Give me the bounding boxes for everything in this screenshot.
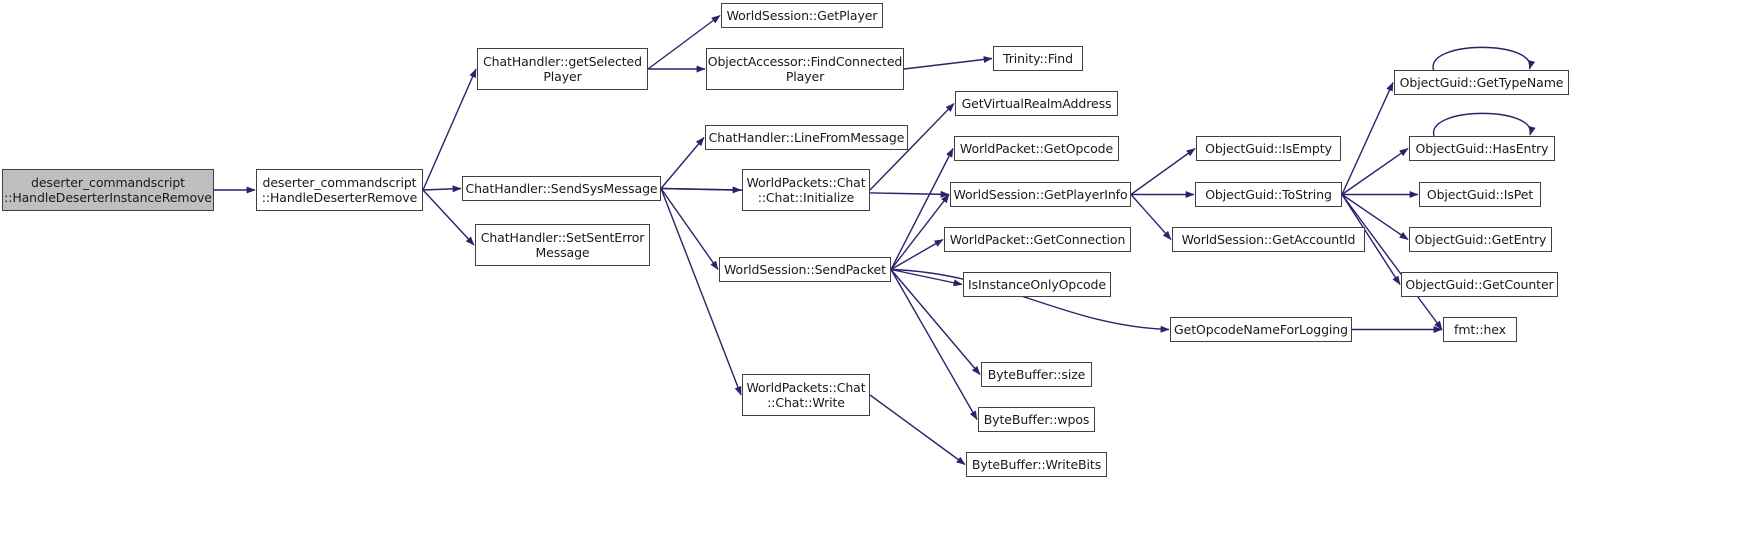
graph-node[interactable]: Trinity::Find — [993, 46, 1083, 71]
graph-node[interactable]: ChatHandler::SendSysMessage — [462, 176, 661, 201]
graph-node[interactable]: ByteBuffer::size — [981, 362, 1092, 387]
graph-edge — [1341, 81, 1394, 195]
graph-node[interactable]: WorldPacket::GetOpcode — [954, 136, 1119, 161]
graph-node[interactable]: WorldPackets::Chat ::Chat::Initialize — [742, 169, 870, 211]
graph-edge — [1130, 194, 1172, 240]
graph-edge — [1341, 194, 1443, 330]
graph-node[interactable]: ObjectGuid::GetTypeName — [1394, 70, 1569, 95]
graph-node[interactable]: WorldPacket::GetConnection — [944, 227, 1131, 252]
graph-node[interactable]: ObjectGuid::IsEmpty — [1196, 136, 1341, 161]
graph-node[interactable]: ObjectAccessor::FindConnected Player — [706, 48, 904, 90]
graph-edge — [890, 268, 963, 287]
graph-node[interactable]: ByteBuffer::wpos — [978, 407, 1095, 432]
graph-node[interactable]: ObjectGuid::GetCounter — [1401, 272, 1558, 297]
graph-node[interactable]: ObjectGuid::ToString — [1195, 182, 1342, 207]
graph-edge — [890, 238, 944, 271]
graph-edge — [1433, 112, 1536, 137]
graph-node[interactable]: GetVirtualRealmAddress — [955, 91, 1118, 116]
graph-node[interactable]: ObjectGuid::IsPet — [1419, 182, 1541, 207]
graph-edge — [422, 68, 477, 191]
graph-node[interactable]: deserter_commandscript ::HandleDeserterI… — [2, 169, 214, 211]
graph-edge — [890, 194, 950, 270]
graph-edge — [1130, 147, 1196, 196]
graph-edge — [903, 56, 993, 70]
graph-node[interactable]: ChatHandler::SetSentError Message — [475, 224, 650, 266]
graph-node[interactable]: ChatHandler::LineFromMessage — [705, 125, 908, 150]
graph-node[interactable]: WorldSession::SendPacket — [719, 257, 891, 282]
graph-node[interactable]: fmt::hex — [1443, 317, 1517, 342]
graph-node[interactable]: WorldSession::GetAccountId — [1172, 227, 1365, 252]
graph-edge — [1432, 46, 1536, 71]
graph-node[interactable]: WorldSession::GetPlayerInfo — [950, 182, 1131, 207]
graph-edge — [660, 188, 742, 396]
graph-node[interactable]: ObjectGuid::HasEntry — [1409, 136, 1555, 161]
graph-node[interactable]: ChatHandler::getSelected Player — [477, 48, 648, 90]
graph-node[interactable]: ObjectGuid::GetEntry — [1409, 227, 1552, 252]
graph-node[interactable]: WorldSession::GetPlayer — [721, 3, 883, 28]
graph-node[interactable]: GetOpcodeNameForLogging — [1170, 317, 1352, 342]
graph-node[interactable]: ByteBuffer::WriteBits — [966, 452, 1107, 477]
graph-edge — [660, 186, 742, 194]
graph-edge — [1341, 147, 1409, 196]
graph-node[interactable]: deserter_commandscript ::HandleDeserterR… — [256, 169, 423, 211]
graph-edge — [422, 185, 462, 193]
graph-node[interactable]: WorldPackets::Chat ::Chat::Write — [742, 374, 870, 416]
graph-node[interactable]: IsInstanceOnlyOpcode — [963, 272, 1111, 297]
graph-edge — [660, 188, 719, 270]
graph-edge — [660, 137, 705, 189]
graph-edge — [869, 394, 966, 466]
